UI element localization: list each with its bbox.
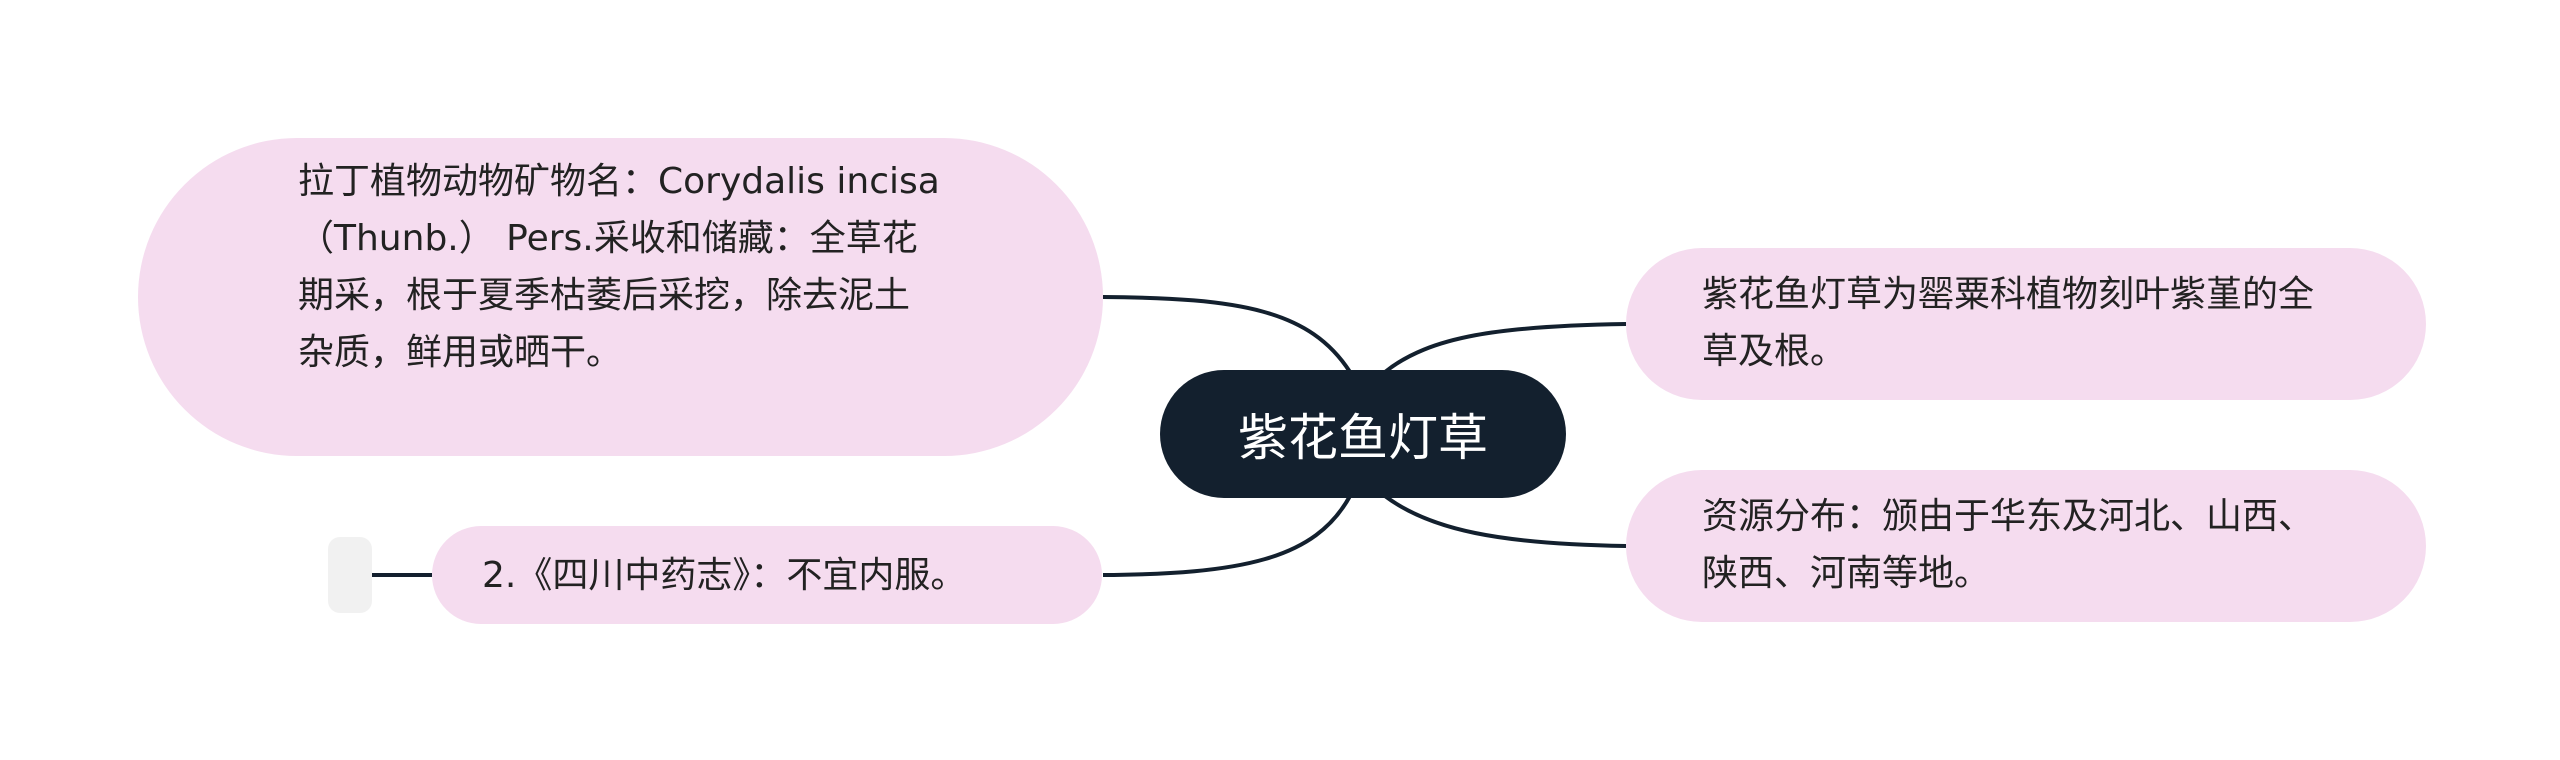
collapsed-node-stub[interactable] — [328, 537, 372, 613]
branch-node-sichuan-caution[interactable]: 2.《四川中药志》：不宜内服。 — [432, 526, 1102, 624]
branch-node-text: 2.《四川中药志》：不宜内服。 — [482, 554, 967, 596]
branch-node-text: 资源分布：颁由于华东及河北、山西、陕西、河南等地。 — [1702, 496, 2315, 594]
connector-root-to-caution — [1102, 495, 1352, 577]
central-topic-label: 紫花鱼灯草 — [1238, 409, 1488, 467]
branch-node-latin-name-harvest[interactable]: 拉丁植物动物矿物名：Corydalis incisa （Thunb.） Pers… — [138, 138, 1103, 456]
connector-root-to-latin — [1102, 295, 1352, 374]
connector-root-to-plant — [1383, 322, 1627, 374]
branch-node-text: 紫花鱼灯草为罂粟科植物刻叶紫堇的全草及根。 — [1702, 274, 2315, 372]
branch-node-resource-distribution[interactable]: 资源分布：颁由于华东及河北、山西、陕西、河南等地。 — [1626, 470, 2426, 622]
connector-root-to-distribution — [1383, 494, 1627, 548]
branch-node-text: 拉丁植物动物矿物名：Corydalis incisa （Thunb.） Pers… — [298, 161, 940, 373]
branch-node-plant-origin[interactable]: 紫花鱼灯草为罂粟科植物刻叶紫堇的全草及根。 — [1626, 248, 2426, 400]
central-topic-node[interactable]: 紫花鱼灯草 — [1160, 370, 1566, 498]
